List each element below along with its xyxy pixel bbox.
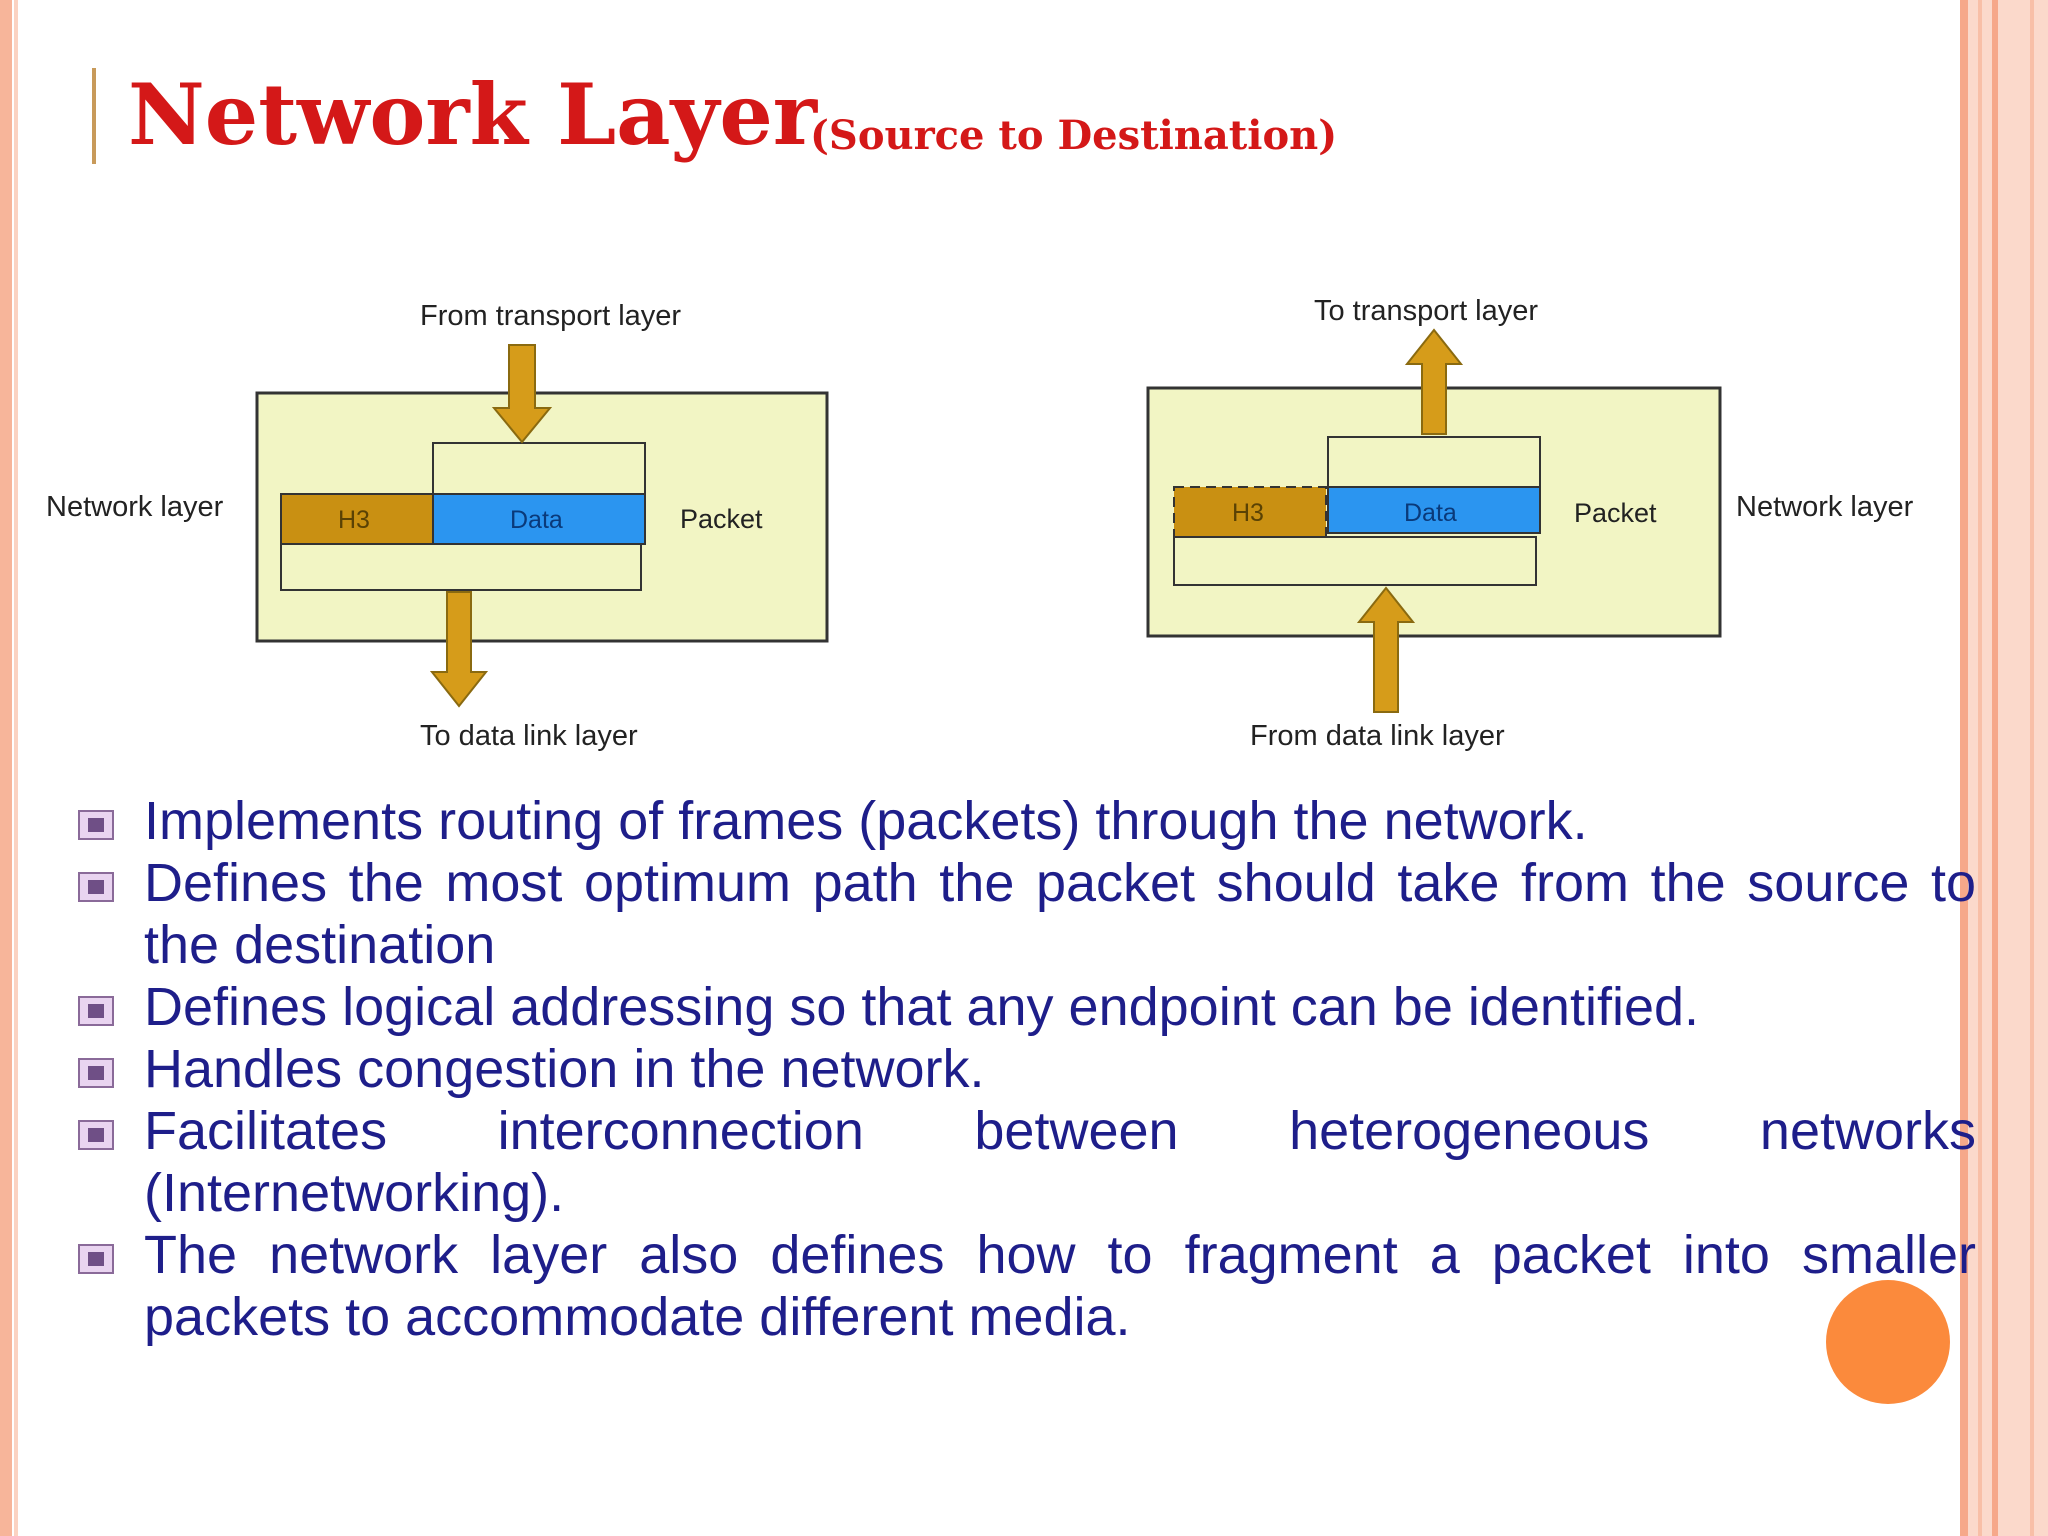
diagram-label: To transport layer [1314, 295, 1538, 327]
up-arrow-icon [1404, 328, 1464, 435]
bullet-icon [78, 1244, 114, 1274]
diagram-label: Network layer [1736, 491, 1914, 523]
diagram-label: Network layer [46, 491, 224, 523]
title-accent-bar [92, 68, 96, 164]
left-border-stripe [0, 0, 12, 1536]
bullet-icon [78, 1058, 114, 1088]
diagram-left: From transport layer Network layer H3 Da… [46, 300, 829, 752]
diagram-label: To data link layer [420, 720, 638, 752]
data-box [1327, 486, 1541, 534]
bullet-list: Implements routing of frames (packets) t… [70, 790, 1976, 1348]
diagram-label: Packet [680, 504, 763, 534]
bullet-text: Defines the most optimum path the packet… [144, 853, 1976, 975]
decorative-circle [1826, 1280, 1950, 1404]
list-item: Implements routing of frames (packets) t… [70, 790, 1976, 852]
bullet-icon [78, 810, 114, 840]
diagram-label: From data link layer [1250, 720, 1505, 752]
down-arrow-icon [429, 591, 489, 708]
diagram-label: H3 [338, 506, 370, 534]
diagram-label: Data [510, 506, 563, 534]
bullet-icon [78, 1120, 114, 1150]
packet-lower-frame [280, 543, 642, 591]
bullet-icon [78, 996, 114, 1026]
right-border-line [1960, 0, 1968, 1536]
bullet-text: Facilitates interconnection between hete… [144, 1101, 1976, 1223]
bullet-icon [78, 872, 114, 902]
header-h3-box [1173, 486, 1327, 538]
diagram-right: To transport layer Network layer H3 Data… [1146, 295, 1914, 752]
data-box [432, 493, 646, 545]
diagram-label: H3 [1232, 499, 1264, 527]
packet-lower-frame [1173, 536, 1537, 586]
bullet-text: The network layer also defines how to fr… [144, 1225, 1976, 1347]
down-arrow-icon [491, 344, 553, 444]
list-item: The network layer also defines how to fr… [70, 1224, 1976, 1348]
diagram-label: Data [1404, 499, 1457, 527]
bullet-text: Defines logical addressing so that any e… [144, 977, 1700, 1037]
right-border-line [1978, 0, 1982, 1536]
list-item: Defines the most optimum path the packet… [70, 852, 1976, 976]
network-layer-diagram: From transport layer Network layer H3 Da… [46, 295, 1914, 752]
bullet-text: Handles congestion in the network. [144, 1039, 985, 1099]
slide-title: Network Layer [128, 65, 818, 164]
right-border-line [1992, 0, 1998, 1536]
right-border-line [2030, 0, 2034, 1536]
list-item: Facilitates interconnection between hete… [70, 1100, 1976, 1224]
left-border-line [14, 0, 18, 1536]
up-arrow-icon [1356, 586, 1416, 713]
list-item: Handles congestion in the network. [70, 1038, 1976, 1100]
diagram-label: Packet [1574, 498, 1657, 528]
list-item: Defines logical addressing so that any e… [70, 976, 1976, 1038]
bullet-text: Implements routing of frames (packets) t… [144, 791, 1588, 851]
slide-subtitle: (Source to Destination) [810, 112, 1338, 159]
diagram-label: From transport layer [420, 300, 681, 332]
